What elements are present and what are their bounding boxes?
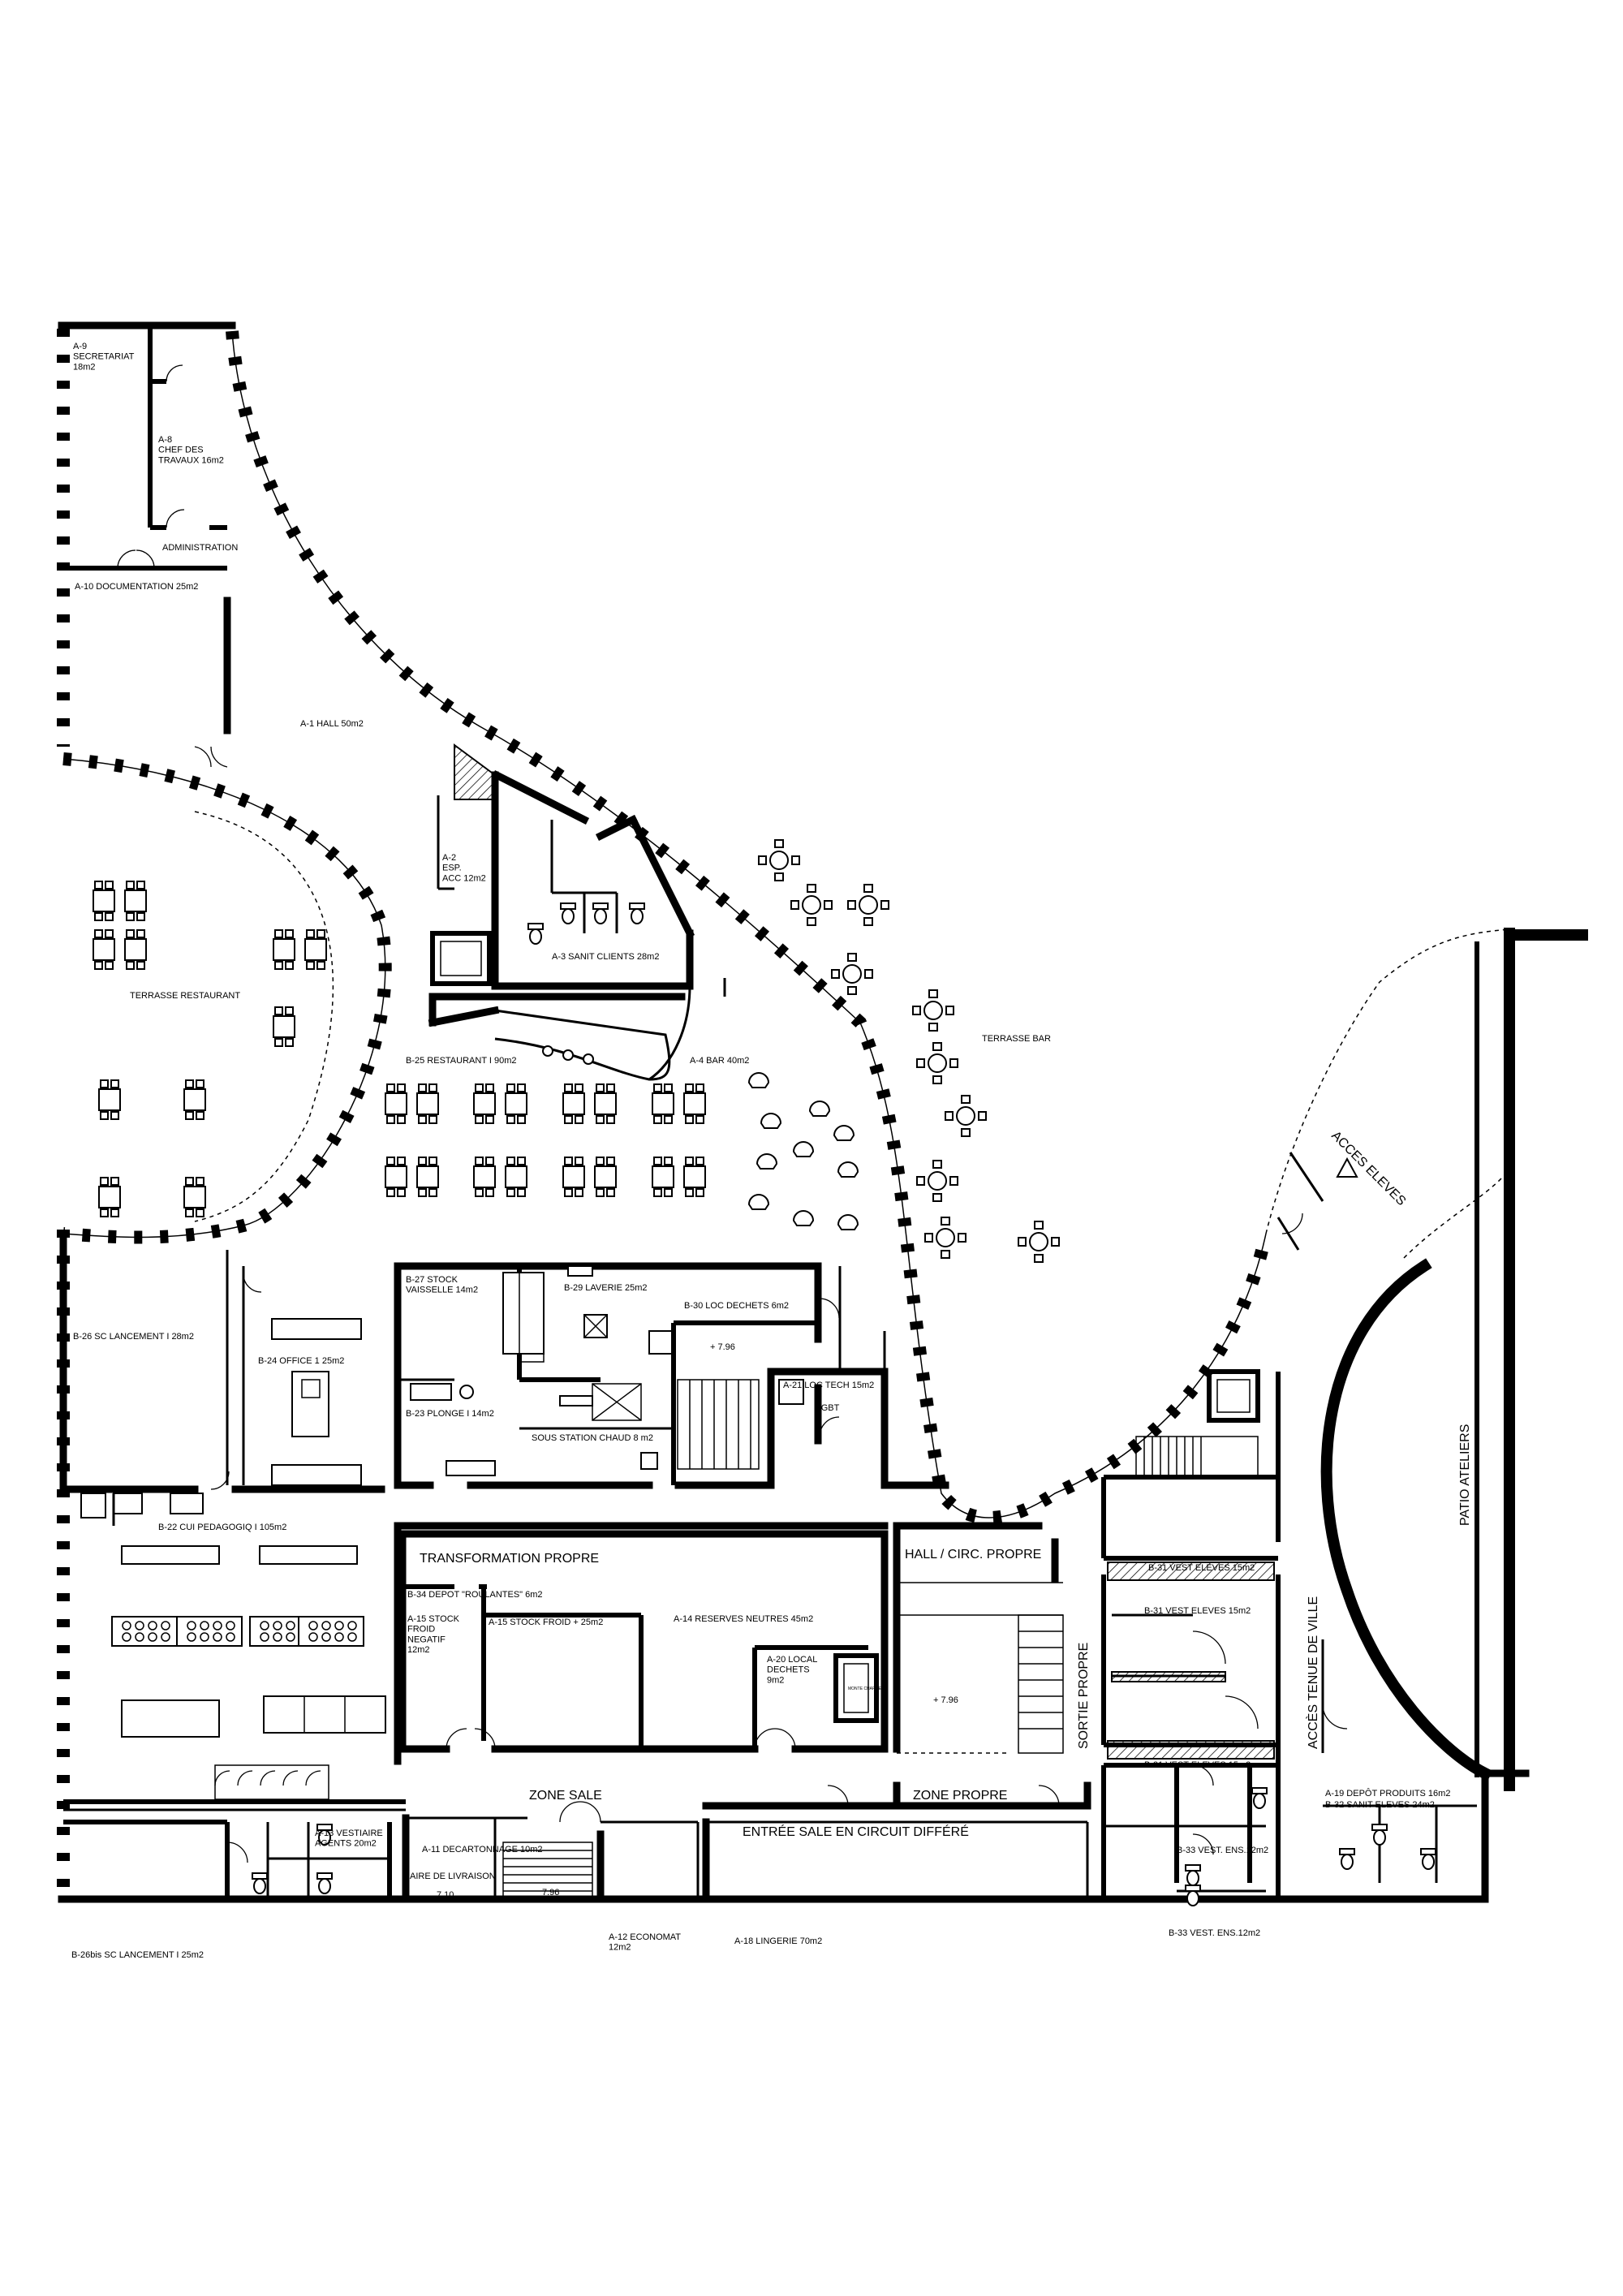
label-acces-tenue: ACCÈS TENUE DE VILLE <box>1305 1596 1320 1749</box>
sanitary-core <box>428 743 726 1081</box>
label-administration: ADMINISTRATION <box>162 543 238 553</box>
label-b24: B-24 OFFICE 1 25m2 <box>258 1356 344 1366</box>
label-b23: B-23 PLONGE I 14m2 <box>406 1409 494 1419</box>
label-line: A-2 <box>442 853 456 863</box>
label-b26bis: B-26bis SC LANCEMENT I 25m2 <box>71 1950 204 1960</box>
label-line: A-9 <box>73 342 87 351</box>
changing-rooms <box>1101 1152 1477 1906</box>
label-line: 9m2 <box>767 1675 784 1685</box>
south-row <box>63 1781 1091 1903</box>
label-line: 18m2 <box>73 362 96 372</box>
label-a15-pos: A-15 STOCK FROID + 25m2 <box>489 1618 603 1627</box>
label-a1: A-1 HALL 50m2 <box>300 719 364 729</box>
label-level-b: + 7.96 <box>933 1695 958 1705</box>
label-a10: A-10 DOCUMENTATION 25m2 <box>75 582 198 592</box>
stair-lines-2 <box>1018 1630 1063 1730</box>
kitchen-west-block <box>59 1230 406 1811</box>
restaurant-furniture <box>93 881 706 1217</box>
label-line: CHEF DES <box>158 446 204 455</box>
label-line: A-15 STOCK <box>407 1614 460 1624</box>
label-b26: B-26 SC LANCEMENT I 28m2 <box>73 1332 194 1342</box>
label-zone-sale: ZONE SALE <box>529 1789 602 1803</box>
label-line: ESP. <box>442 864 462 873</box>
label-aire-livraison: AIRE DE LIVRAISON <box>410 1872 496 1881</box>
label-a21: A-21 LOC TECH 15m2 <box>783 1381 874 1390</box>
label-b22: B-22 CUI PEDAGOGIQ I 105m2 <box>158 1523 286 1532</box>
label-b31-c: B-31 VEST ELEVES 15m2 <box>1144 1760 1251 1770</box>
label-line: AGENTS 20m2 <box>315 1839 377 1849</box>
label-line: TRAVAUX 16m2 <box>158 455 224 465</box>
curved-facades <box>62 330 1510 1781</box>
label-a19: A-19 DEPÔT PRODUITS 16m2 <box>1325 1788 1450 1798</box>
kitchen-north-block <box>394 1262 949 1489</box>
stair-lines-3 <box>1143 1437 1202 1475</box>
label-a11: A-11 DECARTONNAGE 10m2 <box>422 1845 543 1854</box>
label-transformation: TRANSFORMATION PROPRE <box>420 1552 599 1566</box>
label-b32: B-32 SANIT ELEVES 24m2 <box>1325 1800 1435 1810</box>
label-line: DECHETS <box>767 1665 810 1675</box>
label-b31-b: B-31 VEST ELEVES 15m2 <box>1144 1606 1251 1616</box>
label-a4: A-4 BAR 40m2 <box>690 1056 749 1066</box>
access-arrow-icon <box>1336 1157 1358 1178</box>
label-line: SECRETARIAT <box>73 352 135 362</box>
label-a18: A-18 LINGERIE 70m2 <box>734 1936 822 1946</box>
label-b33-b: B-33 VEST. ENS.12m2 <box>1169 1928 1260 1938</box>
label-acces-eleves: ACCES ELEVES <box>1328 1129 1408 1208</box>
label-patio: PATIO ATELIERS <box>1458 1424 1472 1526</box>
label-entree-sale: ENTRÉE SALE EN CIRCUIT DIFFÉRÉ <box>743 1824 969 1839</box>
storage-block <box>394 1522 1064 1754</box>
label-terrasse-restaurant: TERRASSE RESTAURANT <box>130 991 240 1001</box>
label-hall-circ: HALL / CIRC. PROPRE <box>905 1548 1041 1562</box>
label-tgbt: TGBT <box>816 1403 840 1413</box>
label-line: A-13 VESTIAIRE <box>315 1829 383 1838</box>
label-line: A-8 <box>158 435 172 445</box>
label-line: FROID <box>407 1625 435 1635</box>
label-line: B-27 STOCK <box>406 1275 458 1285</box>
label-monte-charge: MONTE CHARGE <box>848 1686 882 1691</box>
label-line: A-20 LOCAL <box>767 1655 817 1665</box>
label-zone-propre: ZONE PROPRE <box>913 1789 1007 1803</box>
label-line: 12m2 <box>407 1645 430 1655</box>
label-level-a: + 7.96 <box>710 1342 735 1352</box>
label-line: A-12 ECONOMAT <box>609 1932 681 1942</box>
label-line: VAISSELLE 14m2 <box>406 1286 478 1295</box>
label-b30: B-30 LOC DECHETS 6m2 <box>684 1301 789 1311</box>
label-b31-a: B-31 VEST ELEVES 15m2 <box>1148 1563 1255 1573</box>
label-level-710: 7.10 <box>437 1890 454 1900</box>
label-b33-a: B-33 VEST. ENS.12m2 <box>1177 1846 1268 1855</box>
label-b25: B-25 RESTAURANT I 90m2 <box>406 1056 517 1066</box>
label-line: 12m2 <box>609 1943 631 1953</box>
label-b34: B-34 DEPOT "ROULANTES" 6m2 <box>407 1590 543 1600</box>
admin-block <box>63 329 231 768</box>
label-sortie-propre: SORTIE PROPRE <box>1077 1643 1091 1749</box>
label-line: NEGATIF <box>407 1635 446 1644</box>
label-a3: A-3 SANIT CLIENTS 28m2 <box>552 952 659 962</box>
label-a14: A-14 RESERVES NEUTRES 45m2 <box>674 1614 813 1624</box>
label-terrasse-bar: TERRASSE BAR <box>982 1034 1051 1044</box>
label-level-796-c: 7.96 <box>542 1888 559 1898</box>
label-line: ACC 12m2 <box>442 873 486 883</box>
label-b29: B-29 LAVERIE 25m2 <box>564 1283 648 1293</box>
label-sous-station: SOUS STATION CHAUD 8 m2 <box>532 1433 653 1443</box>
stair-lines <box>689 1380 751 1469</box>
stair-lines-4 <box>503 1850 592 1892</box>
